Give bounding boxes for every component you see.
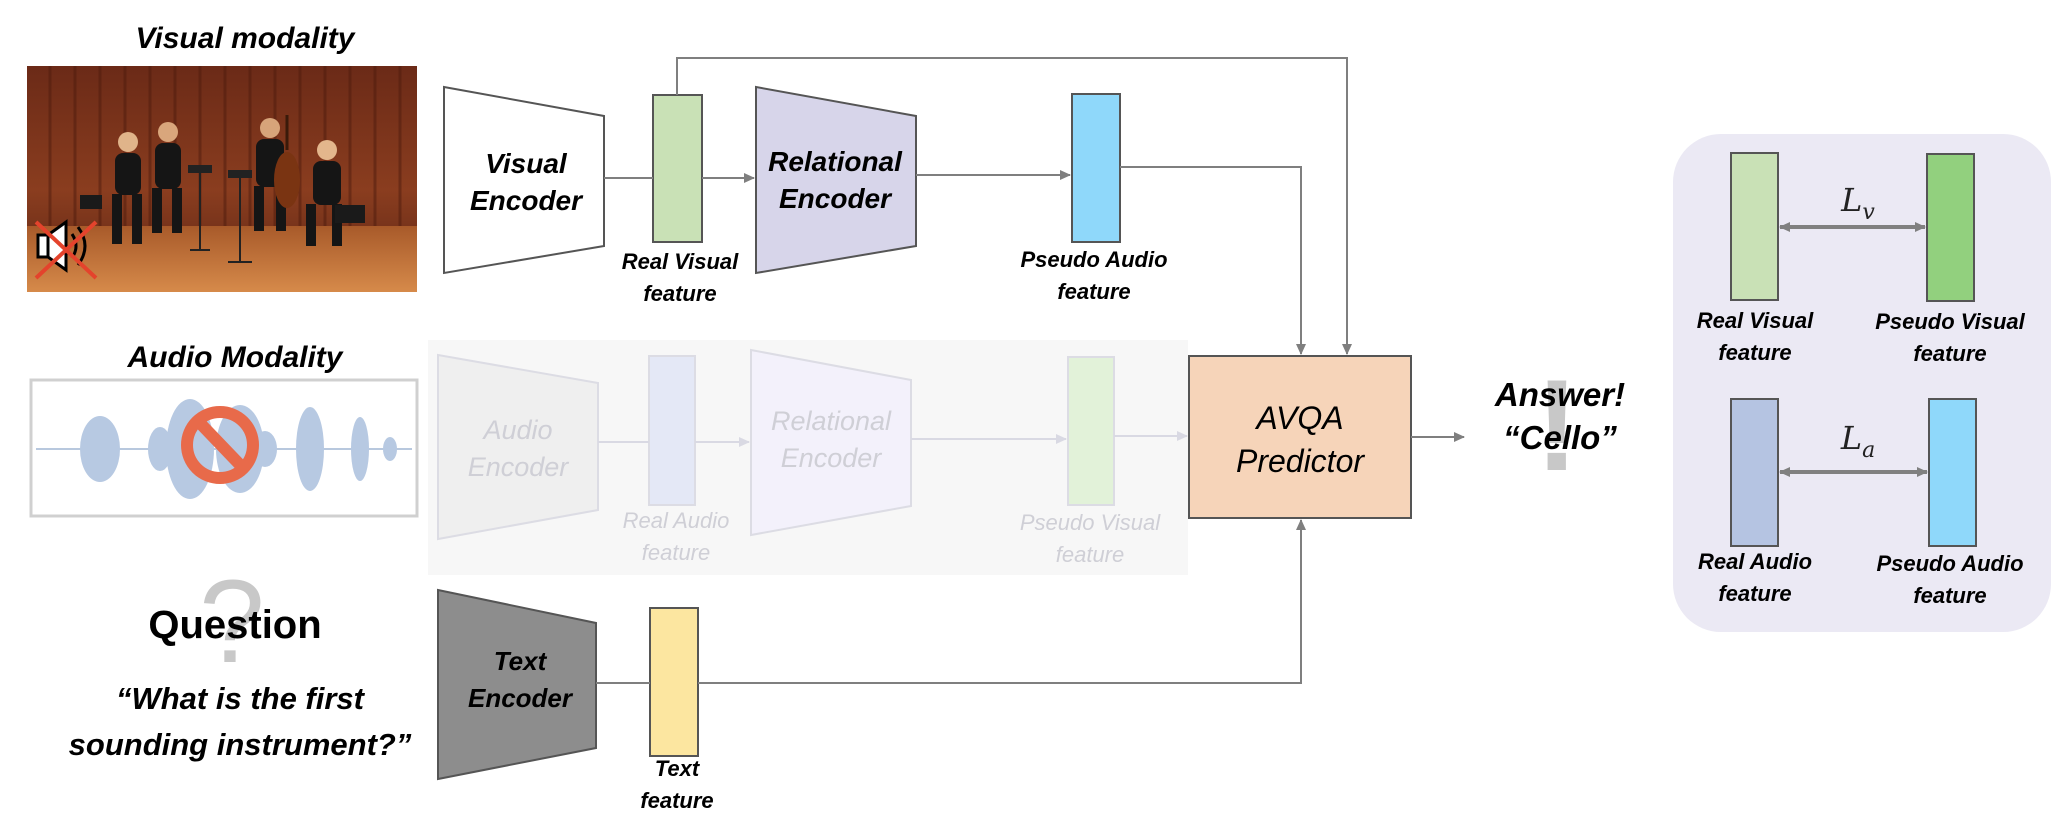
- loss-a-label: La: [1840, 419, 1875, 463]
- text-feature-to-predictor: [698, 519, 1306, 684]
- visual-relational-encoder-shape: [755, 85, 917, 275]
- pseudo-audio-to-predictor: [1120, 166, 1306, 355]
- visual-modality-title: Visual modality: [135, 22, 355, 55]
- loss-pseudo-audio-bar: [1928, 398, 1977, 547]
- no-audio-icon: [181, 406, 259, 484]
- question-mark-icon: ?: [199, 556, 265, 688]
- muted-speaker-icon: [34, 219, 98, 280]
- visual-encoder-shape: [443, 85, 605, 275]
- real-visual-feature-bar: [652, 94, 703, 243]
- loss-v-label: Lv: [1840, 181, 1875, 225]
- text-feature-bar: [649, 607, 699, 757]
- audio-encoder-shape: [437, 353, 599, 541]
- avqa-predictor-box: [1188, 355, 1412, 519]
- audio-waveform: [29, 378, 419, 518]
- loss-real-audio-bar: [1730, 398, 1779, 547]
- pseudo-audio-feature-bar: [1071, 93, 1121, 243]
- answer-label: Answer!“Cello”: [1494, 376, 1626, 456]
- loss-real-visual-bar: [1730, 152, 1779, 301]
- skip-visual-to-predictor: [676, 57, 1352, 355]
- loss-pseudo-visual-bar: [1926, 153, 1975, 302]
- concert-photo: [27, 66, 417, 292]
- audio-relational-encoder-shape: [750, 348, 912, 537]
- question-title: Question: [148, 603, 322, 647]
- pseudo-visual-feature-bar: [1067, 356, 1115, 506]
- audio-modality-title: Audio Modality: [127, 341, 343, 374]
- real-audio-feature-bar: [648, 355, 696, 506]
- exclamation-icon: !: [1535, 352, 1578, 498]
- text-encoder-shape: [437, 588, 597, 781]
